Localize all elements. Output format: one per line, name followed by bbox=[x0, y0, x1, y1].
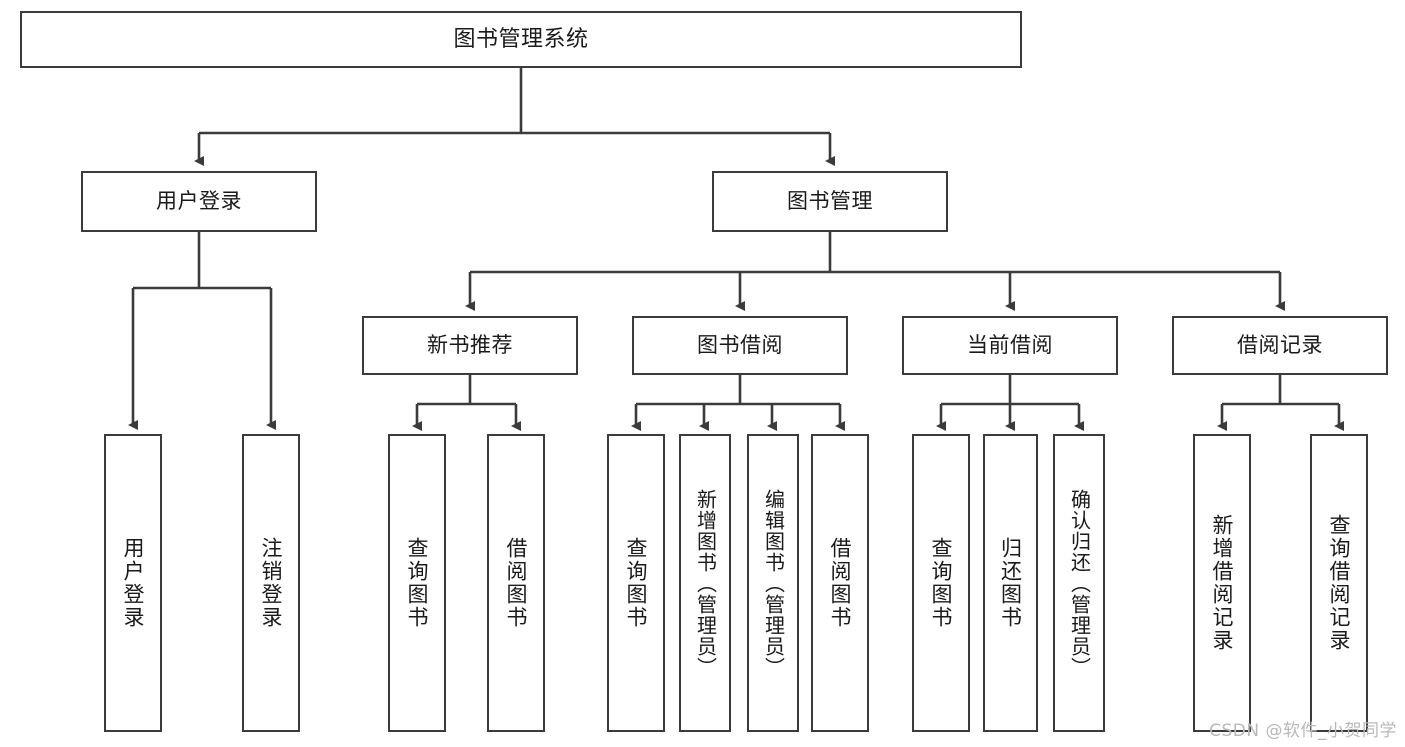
node-leaf-logout[interactable]: 注销登录 bbox=[242, 434, 300, 732]
node-book-borrow[interactable]: 图书借阅 bbox=[632, 316, 848, 375]
node-borrow-record[interactable]: 借阅记录 bbox=[1172, 316, 1388, 375]
node-label: 确认归还（管理员） bbox=[1067, 488, 1092, 678]
node-leaf-user-login[interactable]: 用户登录 bbox=[104, 434, 162, 732]
node-leaf-confirm-return[interactable]: 确认归还（管理员） bbox=[1053, 434, 1105, 732]
node-leaf-add-book[interactable]: 新增图书（管理员） bbox=[679, 434, 731, 732]
node-label: 用户登录 bbox=[121, 537, 146, 629]
node-leaf-query-book-new[interactable]: 查询图书 bbox=[388, 434, 446, 732]
node-book-management[interactable]: 图书管理 bbox=[712, 171, 948, 232]
node-leaf-query-book-current[interactable]: 查询图书 bbox=[912, 434, 970, 732]
node-leaf-query-book-borrow[interactable]: 查询图书 bbox=[607, 434, 665, 732]
node-leaf-borrow-book[interactable]: 借阅图书 bbox=[811, 434, 869, 732]
node-leaf-query-borrow-record[interactable]: 查询借阅记录 bbox=[1310, 434, 1368, 732]
node-label: 查询图书 bbox=[405, 537, 430, 629]
node-label: 图书管理 bbox=[787, 189, 873, 214]
node-label: 图书借阅 bbox=[697, 333, 783, 358]
node-current-borrow[interactable]: 当前借阅 bbox=[902, 316, 1118, 375]
node-leaf-return-book[interactable]: 归还图书 bbox=[983, 434, 1038, 732]
node-label: 当前借阅 bbox=[967, 333, 1053, 358]
node-user-login[interactable]: 用户登录 bbox=[81, 171, 317, 232]
node-root-book-management-system[interactable]: 图书管理系统 bbox=[20, 11, 1022, 68]
node-label: 图书管理系统 bbox=[453, 26, 589, 52]
node-label: 借阅图书 bbox=[504, 537, 529, 629]
node-label: 用户登录 bbox=[156, 189, 242, 214]
node-label: 借阅记录 bbox=[1237, 333, 1323, 358]
node-label: 新增借阅记录 bbox=[1210, 514, 1235, 652]
node-label: 查询借阅记录 bbox=[1327, 514, 1352, 652]
node-label: 借阅图书 bbox=[828, 537, 853, 629]
node-label: 查询图书 bbox=[929, 537, 954, 629]
csdn-watermark: CSDN @软件_小贺同学 bbox=[1209, 721, 1397, 741]
node-label: 归还图书 bbox=[998, 537, 1023, 629]
node-label: 编辑图书（管理员） bbox=[761, 488, 786, 678]
node-label: 新书推荐 bbox=[427, 333, 513, 358]
node-leaf-edit-book[interactable]: 编辑图书（管理员） bbox=[747, 434, 799, 732]
node-label: 查询图书 bbox=[624, 537, 649, 629]
node-label: 新增图书（管理员） bbox=[693, 488, 718, 678]
node-leaf-borrow-book-new[interactable]: 借阅图书 bbox=[487, 434, 545, 732]
node-new-book-recommend[interactable]: 新书推荐 bbox=[362, 316, 578, 375]
node-label: 注销登录 bbox=[259, 537, 284, 629]
node-leaf-add-borrow-record[interactable]: 新增借阅记录 bbox=[1193, 434, 1251, 732]
